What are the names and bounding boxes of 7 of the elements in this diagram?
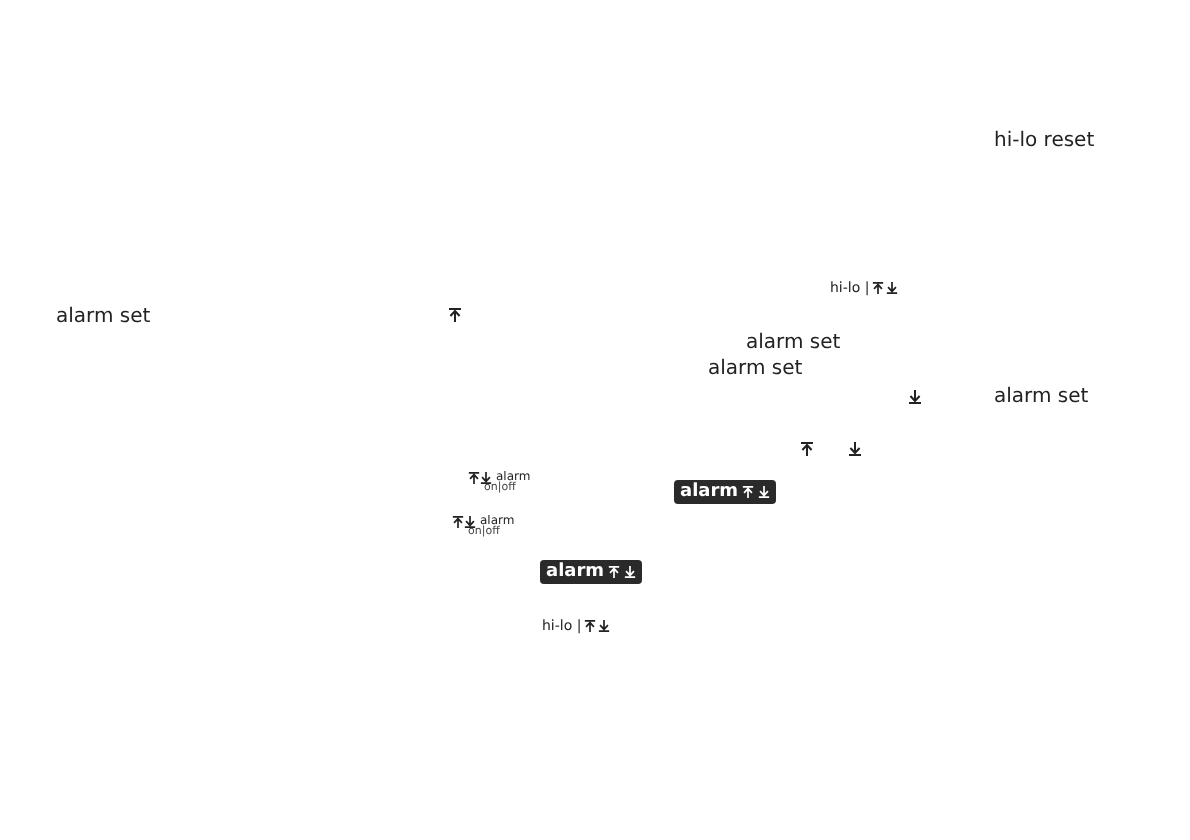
alarm-badge: alarm: [540, 560, 643, 584]
button-label: alarm set: [746, 334, 841, 354]
alarm-badge: alarm: [674, 480, 777, 504]
button-label: alarm set: [708, 360, 803, 380]
button-label: alarm set: [56, 308, 151, 328]
button-label: alarm set: [994, 388, 1089, 408]
button-label: hi-lo reset: [994, 132, 1095, 152]
